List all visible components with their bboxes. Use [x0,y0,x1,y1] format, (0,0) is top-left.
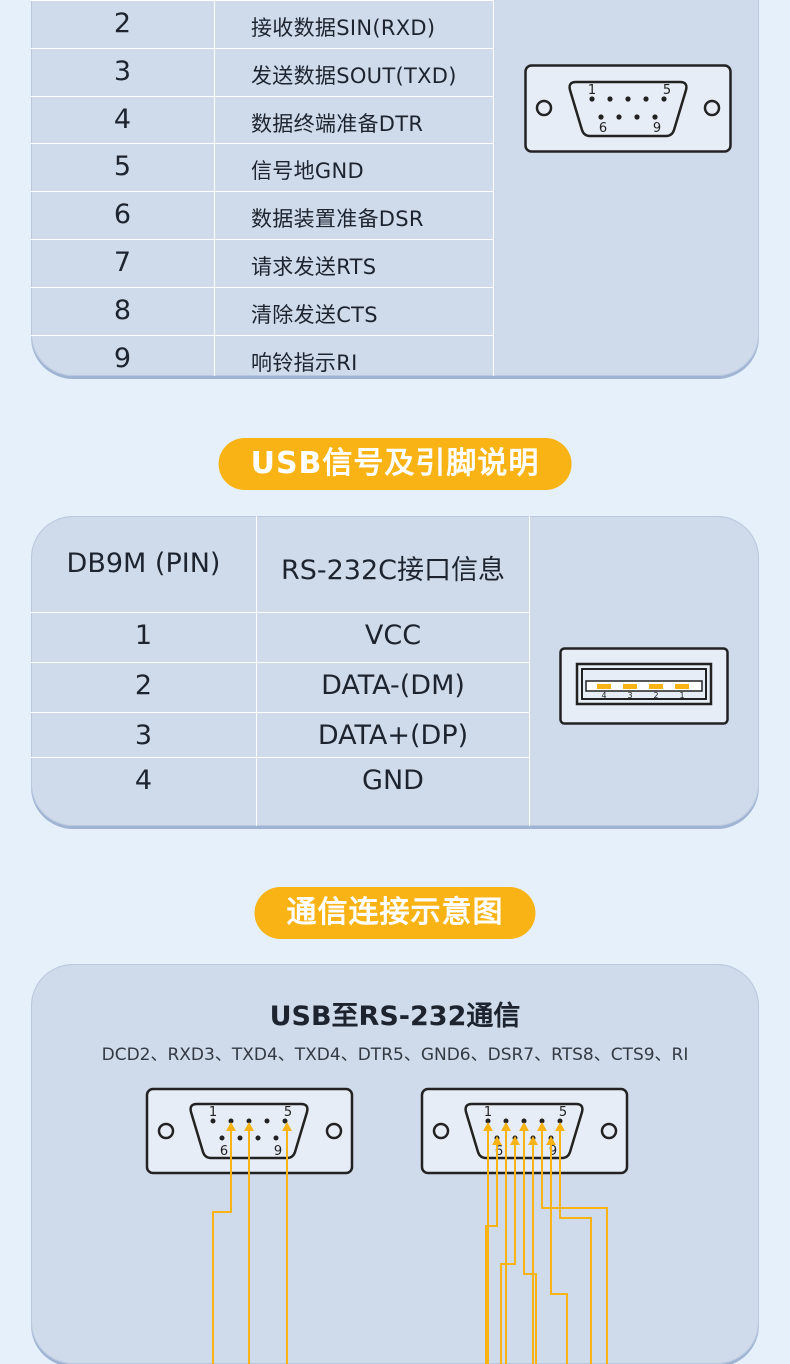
usb-pin-number: 3 [134,720,153,751]
pin-description: 接收数据SIN(RXD) [251,16,436,40]
right-pin1-label: 1 [484,1105,492,1120]
table-row-divider [31,712,529,713]
left-pin6-label: 6 [220,1144,228,1159]
usb-pin-number: 4 [134,765,153,796]
connection-diagram: 1 5 6 9 1 5 6 9 [145,1087,629,1364]
connector-pin1-label: 1 [588,83,596,98]
usb-signal-name: DATA+(DP) [317,720,469,751]
left-pin5-label: 5 [284,1105,292,1120]
usb-port-label-3: 3 [627,691,632,700]
connector-pin9-label: 9 [653,121,661,136]
diagram-title: USB至RS-232通信 [269,1001,521,1032]
table-row-divider [31,239,493,240]
pin-description: 数据终端准备DTR [251,111,424,136]
pin-number: 8 [113,294,132,326]
right-pin6-label: 6 [495,1144,503,1159]
pin-description: 数据装置准备DSR [251,207,424,232]
usb-port-label-4: 4 [601,691,606,700]
right-wire-arrows [483,1122,565,1145]
usb-section-heading: USB信号及引脚说明 [218,438,572,490]
usb-signal-name: DATA-(DM) [321,670,465,701]
pin-description: 发送数据SOUT(TXD) [251,63,457,88]
table-row-divider [31,143,493,145]
pin-number: 6 [113,199,132,231]
left-pin9-label: 9 [274,1144,282,1159]
usb-port-icon: 4 3 2 1 [559,647,729,725]
pin-description: 响铃指示RI [251,350,358,375]
header-info: RS-232C接口信息 [280,555,506,586]
table-row-divider [31,47,493,49]
table-row-divider [31,286,493,288]
usb-pin-number: 1 [134,620,153,651]
table-row-divider [31,334,493,336]
pin-description: 信号地GND [251,159,364,184]
comm-section-heading: 通信连接示意图 [254,887,536,939]
table-row-divider [31,95,493,97]
left-wire-arrows [226,1122,292,1131]
rs232-pin-card: 2 接收数据SIN(RXD) 3 发送数据SOUT(TXD) 4 数据终端准备DTR 5 信号… [31,0,759,376]
table-row-divider [31,191,493,193]
column-divider [256,516,257,826]
pin-number: 5 [113,151,132,183]
usb-signal-name: GND [362,765,424,796]
header-pin: DB9M (PIN) [66,548,221,579]
pin-description: 请求发送RTS [251,255,377,279]
pin-number: 3 [113,55,132,87]
usb-pin-number: 2 [134,670,153,701]
usb-signal-name: VCC [364,620,422,651]
usb-port-label-2: 2 [653,691,658,700]
table-row-divider [31,757,529,758]
pin-number: 2 [113,8,132,39]
pin-number: 4 [113,103,132,135]
comm-diagram-card: USB至RS-232通信 DCD2、RXD3、TXD4、TXD4、DTR5、GN… [31,964,759,1364]
table-row-divider [31,612,529,613]
usb-port-label-1: 1 [679,691,684,700]
pin-number: 9 [113,342,132,374]
description-column [215,0,494,376]
connector-pin5-label: 5 [663,83,671,98]
pin-column [31,0,215,376]
table-row-divider [31,0,493,1]
right-pin5-label: 5 [559,1105,567,1120]
pin-description: 清除发送CTS [251,302,378,327]
table-row-divider [31,662,529,663]
db9-connector-icon: 1 5 6 9 [524,64,732,153]
column-divider [529,516,530,826]
left-pin1-label: 1 [209,1105,217,1120]
right-pin9-label: 9 [549,1144,557,1159]
diagram-signal-list: DCD2、RXD3、TXD4、TXD4、DTR5、GND6、DSR7、RTS8、… [101,1045,689,1065]
connector-pin6-label: 6 [599,121,607,136]
pin-number: 7 [113,247,132,278]
